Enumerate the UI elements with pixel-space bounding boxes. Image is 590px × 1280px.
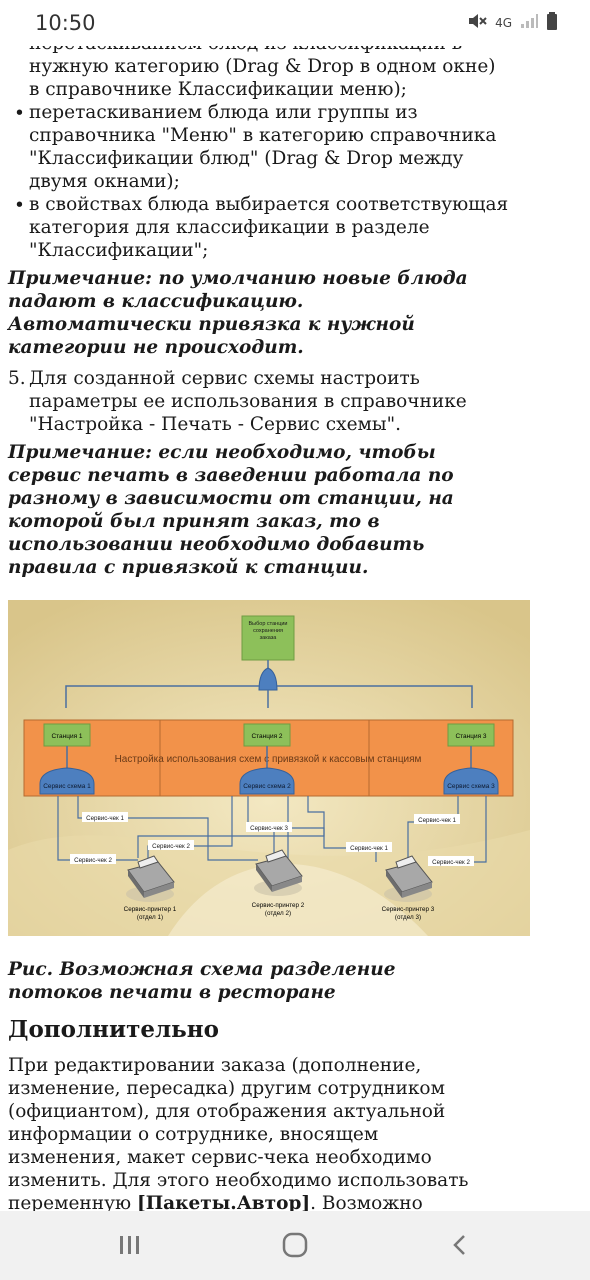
printer-1-dept: (отдел 1) xyxy=(137,914,163,921)
section-heading: Дополнительно xyxy=(8,1016,219,1043)
note-station-rules: Примечание: если необходимо, чтобы серви… xyxy=(8,442,454,578)
line-label-1: Сервис-чек 1 xyxy=(86,815,124,822)
status-time: 10:50 xyxy=(35,11,96,35)
figure-caption: Рис. Возможная схема разделение потоков … xyxy=(8,959,396,1003)
printer-3-dept: (отдел 3) xyxy=(395,914,421,921)
printer-1-icon xyxy=(126,855,175,902)
battery-icon xyxy=(546,12,558,34)
paragraph: При редактировании заказа (дополнение, и… xyxy=(8,1054,488,1211)
status-bar: 10:50 4G xyxy=(0,0,590,46)
back-icon xyxy=(453,1235,465,1255)
printer-2-dept: (отдел 2) xyxy=(265,910,291,917)
mute-icon xyxy=(467,12,487,34)
scheme-2-shape xyxy=(239,767,295,795)
system-nav-bar xyxy=(0,1211,590,1280)
line-label-3: Сервис-чек 2 xyxy=(152,843,190,850)
line-label-6: Сервис-чек 1 xyxy=(418,817,456,824)
recent-apps-button[interactable] xyxy=(100,1225,160,1265)
home-icon xyxy=(282,1232,308,1258)
recent-apps-icon xyxy=(120,1236,139,1254)
scheme-1-label: Сервис схема 1 xyxy=(43,783,91,790)
article-content[interactable]: • перетаскиванием блюд из классификации … xyxy=(0,28,590,1211)
station-select-box xyxy=(241,615,295,661)
band-label: Настройка использования схем с привязкой… xyxy=(115,754,422,765)
scheme-3-label: Сервис схема 3 xyxy=(447,783,495,790)
line-label-5: Сервис-чек 1 xyxy=(350,845,388,852)
station-2-label: Станция 2 xyxy=(251,733,282,740)
printer-2-icon xyxy=(254,849,303,896)
note-default-classification: Примечание: по умолчанию новые блюда пад… xyxy=(8,268,468,358)
network-type: 4G xyxy=(495,16,512,30)
line-label-7: Сервис-чек 2 xyxy=(432,859,470,866)
station-1-label: Станция 1 xyxy=(51,733,82,740)
status-icons: 4G xyxy=(467,12,558,34)
printer-1-name: Сервис-принтер 1 xyxy=(124,906,177,913)
variable-name: [Пакеты.Автор] xyxy=(136,1193,311,1211)
scheme-2-label: Сервис схема 2 xyxy=(243,783,291,790)
signal-icon xyxy=(520,13,538,33)
station-3-label: Станция 3 xyxy=(455,733,486,740)
printer-3-icon xyxy=(384,855,433,902)
router-shape xyxy=(258,667,278,691)
printer-3-name: Сервис-принтер 3 xyxy=(382,906,435,913)
line-label-2: Сервис-чек 2 xyxy=(74,857,112,864)
home-button[interactable] xyxy=(265,1225,325,1265)
line-label-4: Сервис-чек 3 xyxy=(250,825,288,832)
printer-2-name: Сервис-принтер 2 xyxy=(252,902,305,909)
back-button[interactable] xyxy=(430,1225,490,1265)
scheme-3-shape xyxy=(443,767,499,795)
scheme-1-shape xyxy=(39,767,95,795)
